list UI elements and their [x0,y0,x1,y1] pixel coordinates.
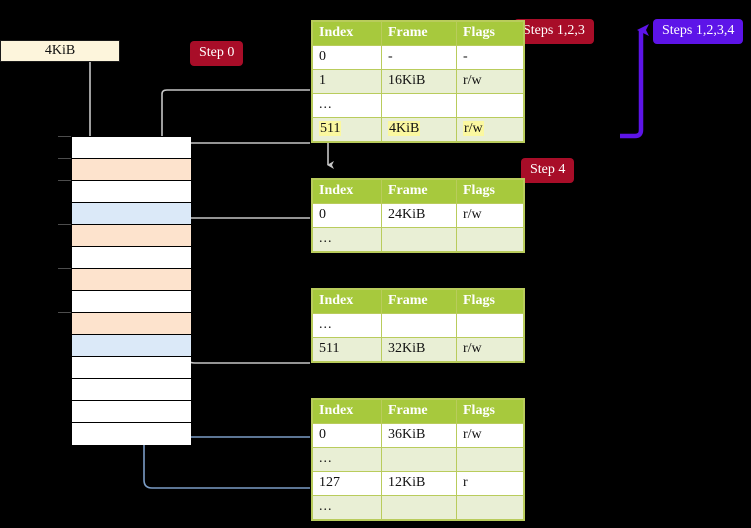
column-header-flags: Flags [456,179,524,204]
cell-index: 1 [312,69,382,94]
cell-frame [381,93,457,118]
cell-flags [456,447,524,472]
column-header-flags: Flags [456,21,524,46]
column-header-index: Index [312,21,382,46]
cell-index: ... [312,227,382,252]
cell-index: 0 [312,203,382,228]
cell-index: ... [312,447,382,472]
memory-tick-1 [58,158,71,159]
table-row: ... [312,447,524,472]
cell-index: 0 [312,45,382,70]
column-header-frame: Frame [381,179,457,204]
badge-step-4: Step 4 [521,158,575,183]
cell-flags: r [456,471,524,496]
memory-frame-0 [72,137,191,159]
cell-frame: 24KiB [381,203,457,228]
cell-flags: - [456,45,524,70]
column-header-index: Index [312,399,382,424]
cell-frame [381,495,457,520]
column-header-index: Index [312,179,382,204]
memory-frame-1 [72,159,191,181]
column-header-index: Index [312,289,382,314]
column-header-flags: Flags [456,289,524,314]
memory-frame-10 [72,357,191,379]
memory-frame-12 [72,401,191,423]
memory-frame-6 [72,269,191,291]
cell-index: ... [312,313,382,338]
memory-tick-6 [58,268,71,269]
cell-flags: r/w [456,117,524,142]
cell-frame: 16KiB [381,69,457,94]
cell-frame: 4KiB [381,117,457,142]
cell-index: ... [312,93,382,118]
cell-flags [456,227,524,252]
column-header-frame: Frame [381,21,457,46]
column-header-frame: Frame [381,399,457,424]
cell-flags [456,495,524,520]
memory-tick-0 [58,136,71,137]
cell-flags [456,93,524,118]
table-row: 0-- [312,45,524,70]
physical-memory-column [71,136,191,445]
memory-frame-3 [72,203,191,225]
cell-frame [381,313,457,338]
memory-frame-11 [72,379,191,401]
cell-frame: - [381,45,457,70]
memory-frame-2 [72,181,191,203]
memory-frame-4 [72,225,191,247]
cell-frame [381,227,457,252]
badge-steps-123: Steps 1,2,3 [514,19,594,44]
column-header-flags: Flags [456,399,524,424]
cell-flags [456,313,524,338]
memory-frame-9 [72,335,191,357]
cell-flags: r/w [456,423,524,448]
memory-tick-4 [58,224,71,225]
cell-index: 0 [312,423,382,448]
cell-index: 127 [312,471,382,496]
memory-frame-13 [72,423,191,445]
badge-steps-1234: Steps 1,2,3,4 [653,19,744,44]
cell-index: ... [312,495,382,520]
memory-frame-5 [72,247,191,269]
memory-block-4kib: 4KiB [0,40,120,62]
cell-frame: 36KiB [381,423,457,448]
table-row: ... [312,495,524,520]
cell-frame: 12KiB [381,471,457,496]
column-header-frame: Frame [381,289,457,314]
memory-frame-7 [72,291,191,313]
table-row: ... [312,227,524,252]
memory-frame-8 [72,313,191,335]
cell-flags: r/w [456,203,524,228]
badge-step-0: Step 0 [190,41,244,66]
cell-frame [381,447,457,472]
cell-flags: r/w [456,69,524,94]
table-row: ... [312,313,524,338]
cell-flags: r/w [456,337,524,362]
memory-tick-8 [58,312,71,313]
cell-index: 511 [312,117,382,142]
table-row: ... [312,93,524,118]
cell-frame: 32KiB [381,337,457,362]
memory-tick-2 [58,180,71,181]
cell-index: 511 [312,337,382,362]
